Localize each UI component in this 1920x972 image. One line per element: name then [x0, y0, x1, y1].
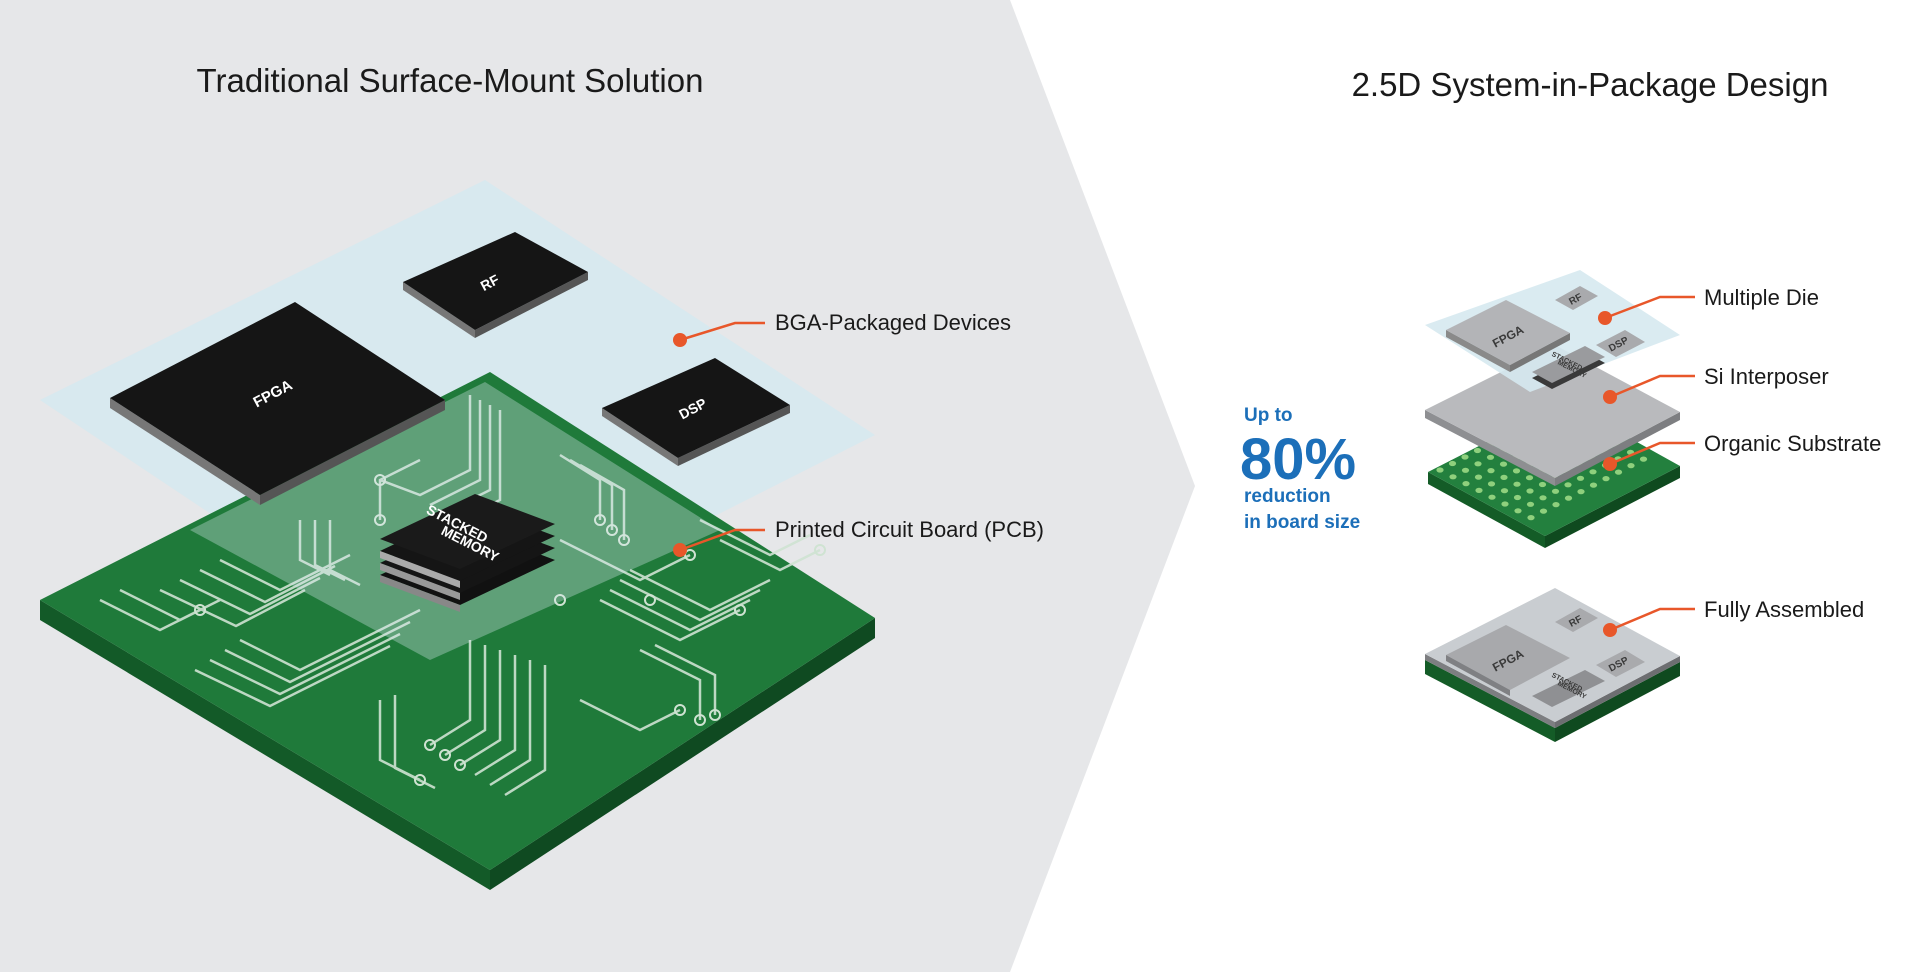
substrate-ball — [1500, 488, 1509, 494]
substrate-ball — [1461, 467, 1470, 473]
substrate-ball — [1475, 487, 1483, 493]
interposer-callout: Si Interposer — [1603, 364, 1829, 404]
substrate-ball — [1552, 502, 1560, 508]
substrate-ball — [1627, 463, 1635, 469]
callout-dot-icon — [1603, 390, 1617, 404]
substrate-ball — [1500, 474, 1508, 480]
stacked-memory-chip: STACKED MEMORY — [380, 494, 555, 612]
substrate-ball — [1501, 501, 1509, 507]
assembled-label: Fully Assembled — [1704, 597, 1864, 622]
multiple-die-callout: Multiple Die — [1598, 285, 1819, 325]
substrate-ball — [1487, 481, 1496, 487]
substrate-ball — [1474, 474, 1483, 480]
substrate-ball — [1499, 461, 1508, 467]
substrate-ball — [1486, 454, 1495, 460]
substrate-ball — [1539, 495, 1547, 501]
multiple-die-label: Multiple Die — [1704, 285, 1819, 310]
substrate-callout: Organic Substrate — [1603, 431, 1881, 471]
bga-callout-label: BGA-Packaged Devices — [775, 310, 1011, 335]
substrate-ball — [1526, 501, 1535, 507]
pcb-callout: Printed Circuit Board (PCB) — [673, 517, 1044, 557]
substrate-ball — [1512, 468, 1521, 474]
stat-board-size: in board size — [1244, 512, 1360, 533]
substrate-ball — [1525, 475, 1534, 481]
substrate-ball — [1448, 460, 1457, 467]
substrate-ball — [1461, 454, 1469, 460]
bga-callout: BGA-Packaged Devices — [673, 310, 1011, 347]
multiple-die-layer: FPGA RF DSP STACKED MEMORY — [1425, 270, 1680, 392]
si-interposer — [1425, 345, 1680, 486]
substrate-ball — [1527, 515, 1535, 521]
stat-up-to: Up to — [1244, 405, 1293, 426]
substrate-ball — [1551, 488, 1560, 494]
substrate-ball — [1487, 468, 1495, 474]
substrate-ball — [1488, 494, 1496, 500]
pcb-traces — [99, 395, 821, 797]
fully-assembled-package: FPGA RF DSP STACKED MEMORY — [1425, 588, 1680, 742]
substrate-ball — [1564, 495, 1573, 501]
substrate-ball — [1514, 508, 1522, 514]
rf-label: RF — [478, 271, 502, 294]
pcb-pads — [194, 474, 826, 786]
substrate-ball — [1576, 475, 1585, 481]
callout-dot-icon — [673, 333, 687, 347]
stat-reduction: reduction — [1244, 486, 1331, 507]
substrate-ball — [1473, 447, 1482, 454]
left-panel-title: Traditional Surface-Mount Solution — [197, 62, 704, 99]
substrate-ball — [1614, 469, 1623, 475]
interposer-label: Si Interposer — [1704, 364, 1829, 389]
substrate-label: Organic Substrate — [1704, 431, 1881, 456]
stat-percentage: 80% — [1240, 427, 1356, 492]
callout-dot-icon — [1603, 457, 1617, 471]
substrate-ball — [1602, 476, 1610, 482]
assembled-callout: Fully Assembled — [1603, 597, 1864, 637]
substrate-ball — [1539, 508, 1548, 514]
callout-dot-icon — [1603, 623, 1617, 637]
fpga-chip: FPGA — [110, 302, 445, 505]
substrate-ball — [1526, 488, 1534, 494]
substrate-ball — [1564, 482, 1572, 488]
substrate-ball — [1513, 494, 1522, 501]
substrate-ball — [1436, 467, 1444, 473]
callout-dot-icon — [1598, 311, 1612, 325]
rf-chip: RF — [403, 232, 588, 338]
substrate-ball — [1589, 469, 1597, 475]
callout-dot-icon — [673, 543, 687, 557]
substrate-ball — [1462, 481, 1470, 487]
right-panel-title: 2.5D System-in-Package Design — [1352, 66, 1829, 103]
dsp-chip: DSP — [602, 358, 790, 466]
substrate-ball — [1513, 481, 1521, 487]
substrate-ball — [1538, 481, 1547, 488]
substrate-ball — [1639, 456, 1648, 462]
substrate-ball — [1449, 474, 1457, 480]
substrate-ball — [1577, 489, 1585, 495]
substrate-ball — [1474, 461, 1482, 467]
substrate-ball — [1589, 482, 1598, 488]
pcb-callout-label: Printed Circuit Board (PCB) — [775, 517, 1044, 542]
